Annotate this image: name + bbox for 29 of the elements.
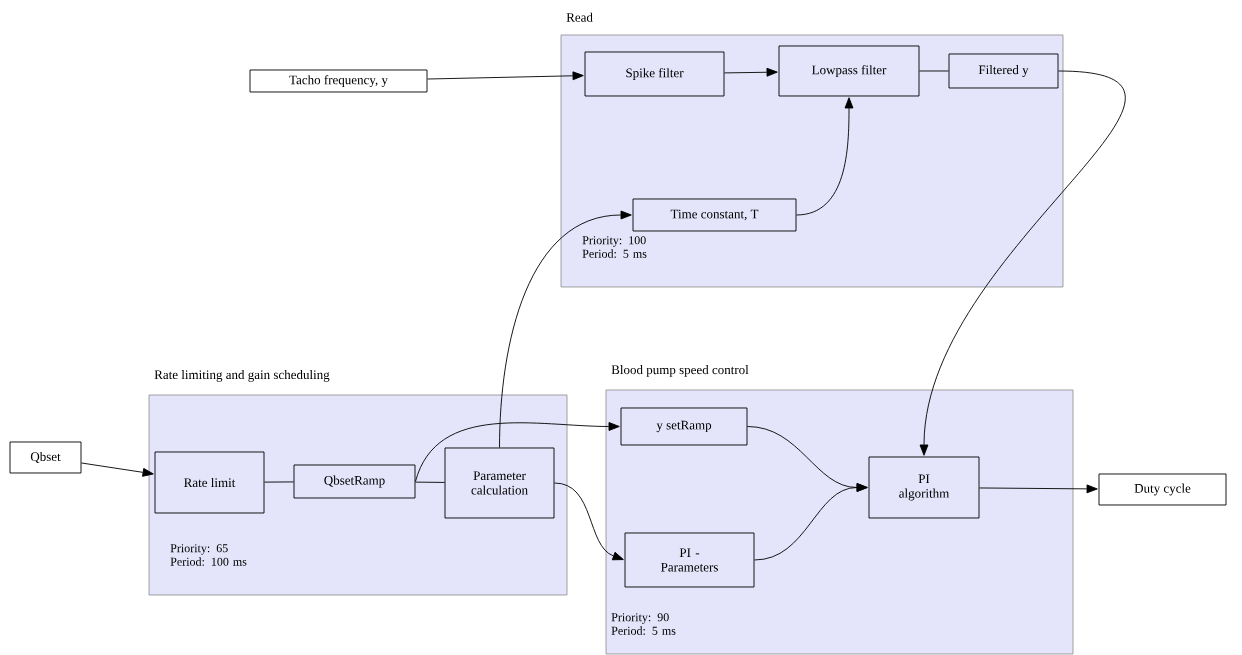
process-box: Rate limit — [154, 451, 265, 514]
priority-note: Priority: 100 Period: 5 ms — [582, 236, 647, 258]
arrow — [919, 70, 1126, 456]
arrow — [754, 483, 868, 561]
process-box: QbsetRamp — [293, 464, 416, 499]
process-box: Lowpass filter — [778, 45, 920, 97]
process-box: Tacho frequency, y — [249, 69, 428, 93]
process-box: Duty cycle — [1098, 473, 1227, 506]
process-box: Qbset — [9, 441, 82, 474]
arrow — [81, 462, 154, 477]
arrow — [499, 210, 632, 448]
arrow — [427, 71, 584, 81]
cluster-title: Read — [566, 12, 593, 22]
process-box: Parameter calculation — [444, 447, 555, 519]
process-box: Spike filter — [584, 51, 725, 97]
priority-note: Priority: 90 Period: 5 ms — [611, 613, 676, 635]
arrow — [554, 482, 624, 561]
arrow — [979, 484, 1098, 494]
process-box: PI algorithm — [868, 456, 980, 519]
priority-note: Priority: 65 Period: 100 ms — [170, 544, 247, 566]
process-box: PI - Parameters — [624, 532, 755, 588]
arrow — [796, 97, 854, 216]
process-box: Filtered y — [948, 53, 1059, 89]
process-box: Time constant, T — [632, 198, 797, 232]
cluster-title: Blood pump speed control — [611, 365, 749, 377]
arrow — [415, 422, 620, 482]
arrow — [724, 67, 778, 77]
process-box: y setRamp — [620, 407, 748, 446]
cluster-title: Rate limiting and gain scheduling — [154, 369, 330, 382]
